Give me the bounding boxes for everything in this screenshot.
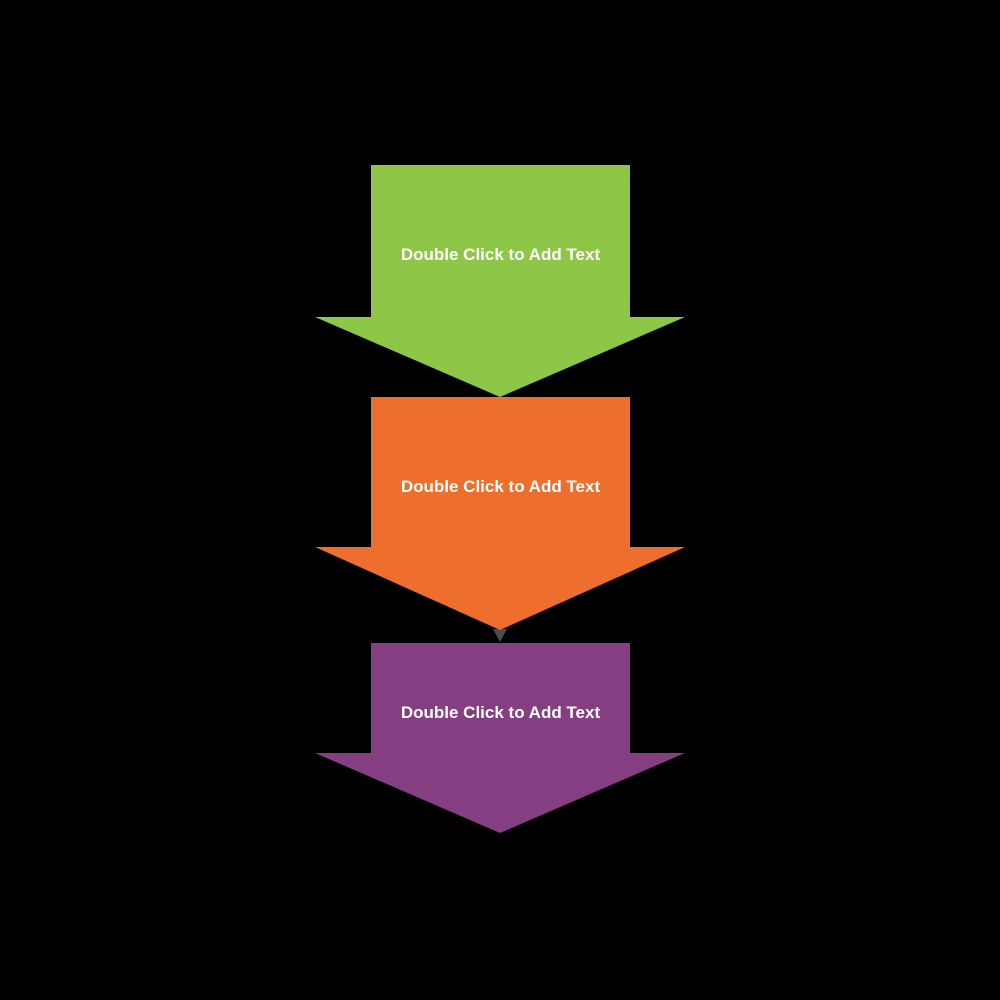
arrow-1-placeholder-text[interactable]: Double Click to Add Text [400, 245, 601, 264]
down-arrow-shape-2[interactable] [315, 397, 685, 630]
down-arrow-shape-3[interactable] [315, 643, 685, 833]
down-arrow-shape-1[interactable] [315, 165, 685, 397]
connector-arrowhead-icon[interactable] [493, 629, 507, 642]
arrow-3-placeholder-text[interactable]: Double Click to Add Text [400, 703, 601, 722]
arrow-2-placeholder-text[interactable]: Double Click to Add Text [400, 477, 601, 496]
